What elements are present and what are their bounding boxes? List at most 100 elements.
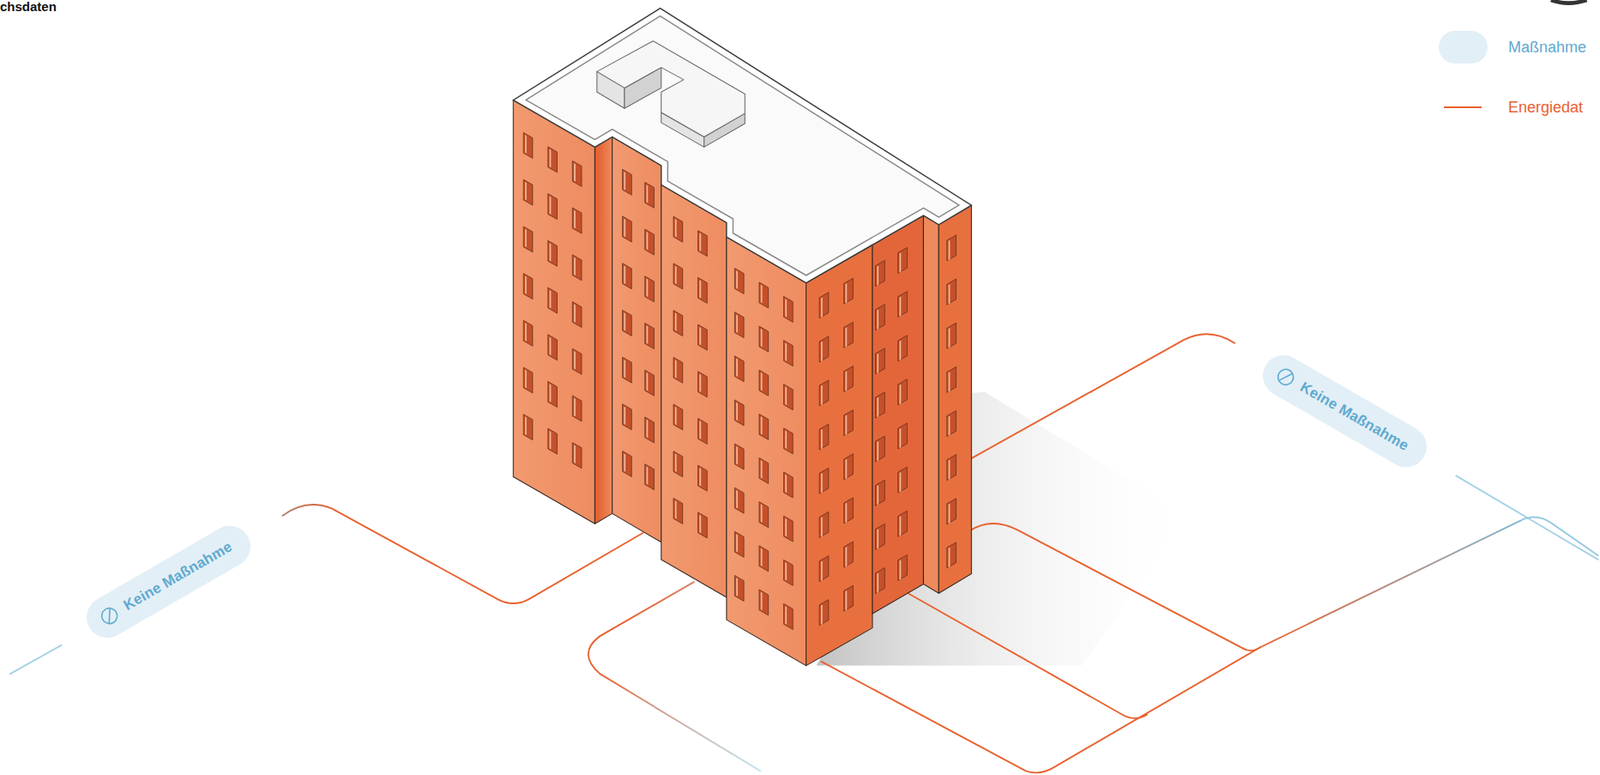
window xyxy=(548,334,558,361)
window xyxy=(645,416,655,443)
window xyxy=(947,454,957,481)
window xyxy=(844,453,854,480)
window xyxy=(947,366,957,393)
window xyxy=(875,523,886,550)
window-frame xyxy=(948,283,951,304)
window xyxy=(523,414,533,441)
window-frame xyxy=(675,359,677,378)
window xyxy=(898,422,908,449)
window-frame xyxy=(675,406,677,425)
window-frame xyxy=(784,474,787,493)
window xyxy=(783,384,793,411)
window xyxy=(844,541,854,568)
window xyxy=(875,479,886,506)
window xyxy=(523,320,533,346)
window xyxy=(523,367,533,393)
window-frame xyxy=(736,533,738,552)
window xyxy=(759,369,769,396)
window-frame xyxy=(699,279,701,298)
window-frame xyxy=(845,415,847,435)
window-frame xyxy=(821,297,823,318)
legend-text: Maßnahme xyxy=(1508,37,1587,57)
window-frame xyxy=(646,231,648,250)
window xyxy=(523,179,533,206)
window-frame xyxy=(845,502,847,523)
window xyxy=(947,322,957,349)
window xyxy=(673,263,683,290)
window xyxy=(622,309,633,336)
window-frame xyxy=(899,384,901,405)
window-frame xyxy=(821,472,823,493)
window-frame xyxy=(573,257,576,276)
window-frame xyxy=(646,325,648,344)
window-frame xyxy=(573,163,576,182)
window xyxy=(783,559,793,586)
window xyxy=(548,381,558,408)
window xyxy=(844,497,854,524)
window-frame xyxy=(948,371,951,392)
window xyxy=(947,410,957,436)
window-frame xyxy=(736,270,738,289)
window xyxy=(734,574,744,601)
window-frame xyxy=(736,489,738,508)
window xyxy=(947,498,957,525)
window-frame xyxy=(876,440,879,461)
window xyxy=(698,277,708,303)
window xyxy=(947,542,957,568)
window-frame xyxy=(876,353,879,374)
window-frame xyxy=(821,516,823,537)
measure-text: Keine Maßnahme xyxy=(1297,379,1413,456)
window-frame xyxy=(549,242,551,261)
window xyxy=(734,356,744,382)
window-frame xyxy=(675,500,677,519)
window xyxy=(548,146,558,173)
window-frame xyxy=(821,560,823,580)
window xyxy=(734,443,744,470)
window xyxy=(759,458,769,484)
legend-text: Energiedat xyxy=(1508,97,1583,117)
window-frame xyxy=(845,590,847,610)
window xyxy=(875,260,886,287)
window-frame xyxy=(760,284,763,303)
window xyxy=(898,510,908,537)
legend-swatch xyxy=(1438,30,1488,64)
window-frame xyxy=(525,416,527,435)
window xyxy=(622,451,633,477)
window xyxy=(673,216,683,242)
window xyxy=(622,404,633,430)
window xyxy=(783,515,793,542)
window-frame xyxy=(784,298,787,317)
window xyxy=(734,531,744,557)
window xyxy=(572,160,582,187)
window-frame xyxy=(845,546,847,567)
none-icon xyxy=(96,603,122,629)
window-frame xyxy=(736,402,738,421)
window-frame xyxy=(899,252,901,272)
window xyxy=(819,555,829,582)
window-frame xyxy=(646,419,648,438)
window-frame xyxy=(736,446,738,465)
window-frame xyxy=(899,515,901,536)
window xyxy=(645,276,655,302)
window xyxy=(783,340,793,367)
window xyxy=(698,230,708,257)
window xyxy=(548,193,558,220)
window-frame xyxy=(899,559,901,580)
window-frame xyxy=(623,265,626,284)
window-frame xyxy=(899,471,901,492)
window xyxy=(875,392,886,418)
window-frame xyxy=(623,171,626,190)
window xyxy=(947,278,957,305)
window xyxy=(622,216,633,242)
window xyxy=(698,512,708,538)
window xyxy=(673,356,683,383)
window-frame xyxy=(760,459,763,478)
window-frame xyxy=(623,452,626,471)
window xyxy=(698,464,708,491)
window xyxy=(645,464,655,490)
window-frame xyxy=(821,385,823,405)
window xyxy=(819,292,829,319)
window xyxy=(734,487,744,514)
window-frame xyxy=(876,265,879,285)
window xyxy=(947,235,957,261)
